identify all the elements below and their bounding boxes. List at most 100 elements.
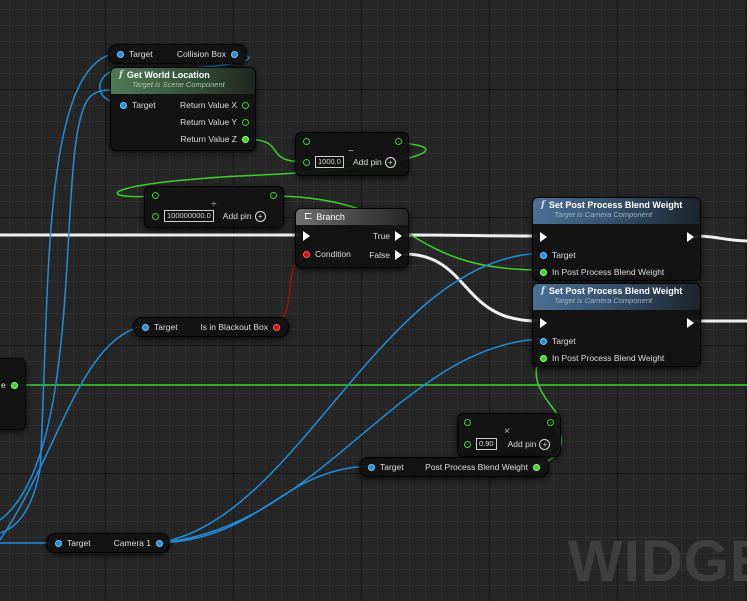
return-z-pin[interactable] [242, 135, 249, 143]
bool-output-pin[interactable] [273, 323, 280, 331]
object-wire-d [0, 89, 111, 521]
exec-output-pin[interactable] [687, 232, 694, 242]
condition-input-pin[interactable] [303, 250, 310, 258]
divide-math-node[interactable]: ÷ 100000000.0 Add pin+ [144, 186, 284, 228]
return-y-pin[interactable] [242, 118, 249, 126]
branch-icon: ⊏ [304, 211, 313, 222]
node-title: Set Post Process Blend Weight [548, 200, 683, 210]
minus-operator-icon: − [348, 146, 354, 157]
weight-input-pin[interactable] [540, 354, 547, 362]
weight-input-pin[interactable] [540, 268, 547, 276]
float-input-pin-a[interactable] [303, 138, 310, 145]
add-math-node[interactable]: − 1000.0 Add pin+ [295, 132, 409, 176]
target-label: Target [380, 462, 404, 472]
float-output-pin[interactable] [10, 381, 18, 389]
target-input-pin[interactable] [120, 101, 127, 109]
exec-true-pin[interactable] [395, 231, 402, 241]
partial-node-left[interactable]: e [0, 358, 26, 430]
exec-input-pin[interactable] [303, 231, 310, 241]
function-icon: f [541, 200, 545, 210]
float-output-pin[interactable] [270, 192, 277, 199]
float-output-pin[interactable] [533, 463, 540, 471]
camera-output-pin[interactable] [156, 539, 163, 547]
exec-input-pin[interactable] [540, 232, 547, 242]
function-icon: f [541, 286, 545, 296]
target-input-pin[interactable] [540, 337, 547, 345]
return-y-label: Return Value Y [180, 117, 237, 127]
node-subtitle: Target is Camera Component [554, 210, 653, 219]
target-label: Target [129, 49, 153, 59]
target-input-pin[interactable] [540, 251, 547, 259]
exec-false-pin[interactable] [395, 250, 402, 260]
add-pin-label: Add pin [352, 157, 382, 167]
float-output-pin[interactable] [547, 419, 554, 426]
float-output-pin[interactable] [395, 138, 402, 145]
return-x-label: Return Value X [179, 100, 237, 110]
object-wire-cam-1 [157, 252, 542, 544]
target-label: Target [67, 538, 91, 548]
node-subtitle: Target is Scene Component [132, 80, 225, 89]
weight-label: In Post Process Blend Weight [552, 353, 665, 363]
float-input-pin-b[interactable] [152, 212, 159, 220]
exec-output-pin[interactable] [687, 318, 694, 328]
true-label: True [372, 231, 390, 241]
post-process-weight-label: Post Process Blend Weight [425, 462, 528, 472]
float-input-pin-a[interactable] [464, 419, 471, 426]
partial-output-label: e [1, 380, 6, 390]
add-pin-button[interactable]: Add pin+ [352, 156, 396, 168]
target-label: Target [132, 100, 156, 110]
target-input-pin[interactable] [142, 323, 149, 331]
value-input[interactable]: 100000000.0 [164, 210, 214, 222]
exec-input-pin[interactable] [540, 318, 547, 328]
function-icon: f [119, 70, 123, 80]
value-input[interactable]: 0.90 [476, 438, 497, 450]
multiply-math-node[interactable]: × 0.90 Add pin+ [457, 413, 561, 457]
float-input-pin-b[interactable] [464, 440, 471, 448]
object-wire-a [0, 52, 119, 534]
return-z-label: Return Value Z [180, 134, 237, 144]
weight-label: In Post Process Blend Weight [552, 267, 665, 277]
node-title: Set Post Process Blend Weight [548, 286, 683, 296]
plus-circle-icon: + [539, 438, 551, 450]
add-pin-button[interactable]: Add pin+ [507, 438, 551, 450]
node-title: Get World Location [126, 70, 210, 80]
collision-box-label: Collision Box [176, 49, 226, 59]
condition-label: Condition [315, 249, 351, 259]
post-process-weight-getter-node[interactable]: Target Post Process Blend Weight [359, 457, 549, 477]
object-wire-cam-3 [157, 465, 369, 544]
target-input-pin[interactable] [368, 463, 375, 471]
node-title: Branch [316, 211, 345, 222]
target-label: Target [552, 336, 576, 346]
add-pin-label: Add pin [222, 211, 252, 221]
target-input-pin[interactable] [117, 50, 124, 58]
blackout-box-getter-node[interactable]: Target Is in Blackout Box [133, 317, 289, 337]
add-pin-button[interactable]: Add pin+ [222, 210, 266, 222]
divide-operator-icon: ÷ [211, 199, 217, 210]
exec-wire-true [403, 233, 538, 238]
float-input-pin-b[interactable] [303, 158, 310, 166]
node-subtitle: Target is Camera Component [554, 296, 653, 305]
camera-label: Camera 1 [113, 538, 151, 548]
collision-box-getter-node[interactable]: Target Collision Box [108, 44, 247, 64]
target-label: Target [552, 250, 576, 260]
branch-node[interactable]: ⊏Branch True Condition False [295, 208, 409, 268]
camera-getter-node[interactable]: Target Camera 1 [46, 533, 170, 553]
return-x-pin[interactable] [242, 101, 249, 109]
target-label: Target [154, 322, 178, 332]
target-input-pin[interactable] [55, 539, 62, 547]
add-pin-label: Add pin [507, 439, 537, 449]
value-input[interactable]: 1000.0 [315, 156, 344, 168]
float-input-pin-a[interactable] [152, 192, 159, 199]
multiply-operator-icon: × [504, 426, 510, 437]
node-header: ⊏Branch [296, 209, 408, 225]
graph-type-watermark: WIDGET [568, 529, 747, 594]
plus-circle-icon: + [254, 210, 266, 222]
collision-box-output-pin[interactable] [231, 50, 238, 58]
blackout-box-label: Is in Blackout Box [200, 322, 268, 332]
